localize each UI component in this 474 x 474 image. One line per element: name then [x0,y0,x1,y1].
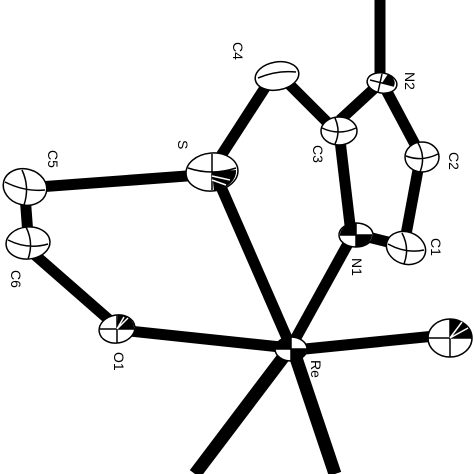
atom-n1 [338,222,374,248]
bond-c4-c3 [281,76,334,129]
bond-c6-o1 [31,250,119,330]
label-c4: C4 [230,42,246,60]
bond-layer [19,0,446,474]
atom-c3 [320,116,358,146]
atom-c2 [404,141,440,173]
bond-re-lower-left [189,351,291,474]
label-c1: C1 [428,238,444,256]
label-s: S [175,140,191,149]
bond-re-right [294,329,446,356]
label-c6: C6 [8,270,24,288]
atom-n2 [366,72,398,94]
bond-s-c5 [24,169,201,194]
atom-c4 [254,60,300,92]
atom-o1 [98,314,136,344]
bond-re-lower [288,352,342,474]
bond-n1-re [287,237,355,348]
label-re: Re [308,360,324,378]
bond-c3-n2 [336,80,382,125]
atom-c6 [5,226,51,260]
label-c5: C5 [45,150,61,168]
bond-c3-n1 [334,139,356,226]
atom-re [274,336,308,362]
label-c2: C2 [446,152,462,170]
label-o1: O1 [111,352,127,371]
bond-c4-s [210,77,275,168]
label-c3: C3 [310,145,326,163]
label-n1: N1 [349,258,365,276]
bond-o1-re [119,324,291,354]
atom-layer [2,60,473,362]
label-layer: C4 N2 C3 S C2 C5 N1 C1 C6 O1 Re [8,42,462,378]
bond-c2-c1 [399,168,424,242]
bond-n2-c2 [380,85,423,153]
atom-c5 [2,167,48,207]
bond-s-re [212,177,296,348]
atom-s [185,152,239,192]
label-n2: N2 [402,72,418,90]
atom-c1 [385,230,427,266]
atom-right-unlabeled [427,318,473,358]
